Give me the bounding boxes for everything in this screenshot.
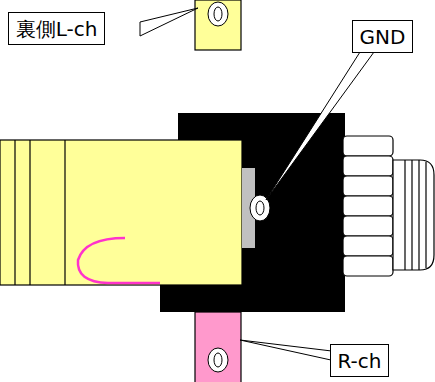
r-ch-tab	[195, 312, 241, 382]
leader-lines	[140, 8, 374, 362]
plug-sleeve	[0, 140, 242, 285]
l-ch-hole	[208, 2, 228, 26]
callout-label: GND	[360, 27, 406, 47]
callout-label: 裏側L-ch	[16, 19, 98, 39]
l-ch-hole-inner	[214, 7, 222, 21]
gnd-hole-inner	[256, 201, 264, 215]
callout-box: R-ch	[330, 344, 389, 377]
callout-box: 裏側L-ch	[8, 12, 105, 45]
callout-label: R-ch	[338, 351, 382, 371]
r-ch-hole-inner	[214, 353, 222, 367]
callout-box: GND	[352, 20, 413, 53]
wire	[78, 238, 160, 283]
r-ch-hole	[208, 348, 228, 372]
l-ch-tab	[195, 0, 241, 50]
thread	[343, 136, 434, 276]
